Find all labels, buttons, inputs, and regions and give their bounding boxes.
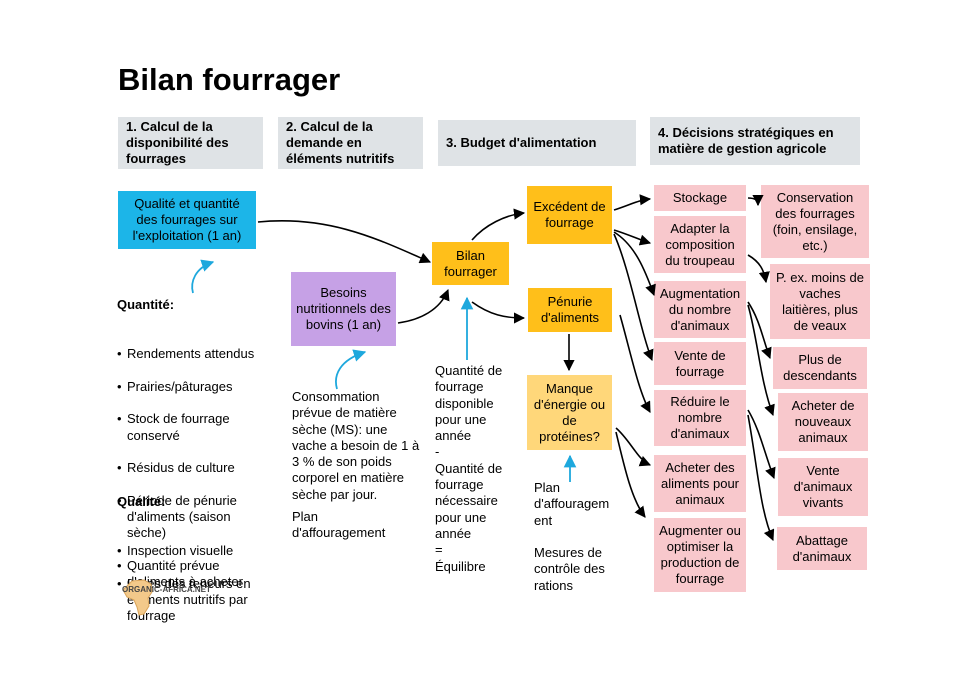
arrow-surplus-to-storage	[613, 194, 652, 211]
quantity-heading: Quantité:	[117, 297, 175, 313]
header-step-1: 1. Calcul de la disponibilité des fourra…	[118, 117, 263, 169]
arrow-surplus-to-adapt	[613, 229, 652, 246]
quantity-item: Stock de fourrage conservé	[117, 411, 267, 444]
decision-adapt-herd: Adapter la composition du troupeau	[654, 216, 746, 273]
arrow-balance-to-surplus	[471, 208, 526, 241]
decision-sell-forage: Vente de fourrage	[654, 342, 746, 385]
quantity-item: Prairies/pâturages	[117, 379, 267, 396]
forage-availability-box: Qualité et quantité des fourrages sur l'…	[118, 191, 256, 249]
decision-increase-animals: Augmentation du nombre d'animaux	[654, 281, 746, 338]
arrow-adapt-to-fewer-dairy	[747, 254, 770, 284]
arrow-shortage-to-reduce	[619, 314, 651, 413]
logo-text: ORGANIC-AFRICA.NET	[122, 585, 211, 594]
surplus-box: Excédent de fourrage	[527, 186, 612, 244]
arrow-availability-to-balance	[257, 220, 432, 264]
quality-item: Inspection visuelle	[117, 543, 267, 560]
outcome-sell-live-animals: Vente d'animaux vivants	[778, 458, 868, 516]
arrow-increase-to-offspring	[747, 301, 772, 360]
arrow-deficit-to-buy	[615, 427, 652, 467]
decision-buy-feed: Acheter des aliments pour animaux	[654, 455, 746, 512]
shortage-box: Pénurie d'aliments	[528, 288, 612, 332]
arrow-balance-to-shortage	[471, 301, 526, 324]
energy-protein-deficit-box: Manque d'énergie ou de protéines?	[527, 375, 612, 450]
feeding-plan-note-2: Plan d'affouragem ent	[534, 480, 610, 528]
arrow-increase-to-buy-animals	[747, 304, 775, 417]
africa-map-icon	[122, 579, 153, 616]
page-title: Bilan fourrager	[118, 62, 341, 97]
quantity-item: Période de pénurie d'aliments (saison sè…	[117, 493, 267, 542]
outcome-forage-conservation: Conservation des fourrages (foin, ensila…	[761, 185, 869, 258]
header-step-3: 3. Budget d'alimentation	[438, 120, 636, 166]
header-step-4: 4. Décisions stratégiques en matière de …	[650, 117, 860, 165]
balance-equation: Quantité de fourrage disponible pour une…	[435, 363, 503, 574]
outcome-more-offspring: Plus de descendants	[773, 347, 867, 389]
outcome-buy-new-animals: Acheter de nouveaux animaux	[778, 393, 868, 451]
arrow-reduce-to-sell-animals	[747, 409, 776, 480]
quality-heading: Qualité:	[117, 494, 166, 510]
decision-increase-forage-production: Augmenter ou optimiser la production de …	[654, 518, 746, 592]
feeding-plan-note: Plan d'affouragement	[292, 509, 386, 541]
arrow-storage-to-conservation	[747, 194, 764, 207]
quantity-item: Résidus de culture	[117, 460, 267, 477]
arrow-deficit-to-optimize	[615, 431, 646, 518]
outcome-fewer-dairy-cows: P. ex. moins de vaches laitières, plus d…	[770, 264, 870, 339]
arrow-surplus-to-increase	[613, 231, 656, 297]
forage-balance-box: Bilan fourrager	[432, 242, 509, 285]
nutrition-needs-box: Besoins nutritionnels des bovins (1 an)	[291, 272, 396, 346]
organic-africa-logo: ORGANIC-AFRICA.NET	[118, 578, 228, 618]
arrow-reduce-to-slaughter	[747, 414, 775, 542]
outcome-slaughter-animals: Abattage d'animaux	[777, 527, 867, 570]
blue-arrow-consumption	[335, 349, 367, 390]
arrow-needs-to-balance	[397, 288, 450, 324]
decision-storage: Stockage	[654, 185, 746, 211]
header-step-2: 2. Calcul de la demande en éléments nutr…	[278, 117, 423, 169]
quantity-item: Rendements attendus	[117, 346, 267, 363]
consumption-note: Consommation prévue de matière sèche (MS…	[292, 389, 420, 502]
blue-arrow-quantity	[191, 259, 215, 294]
arrow-surplus-to-sell	[613, 233, 654, 362]
decision-reduce-animals: Réduire le nombre d'animaux	[654, 390, 746, 446]
ration-control-note: Mesures de contrôle des rations	[534, 545, 605, 593]
